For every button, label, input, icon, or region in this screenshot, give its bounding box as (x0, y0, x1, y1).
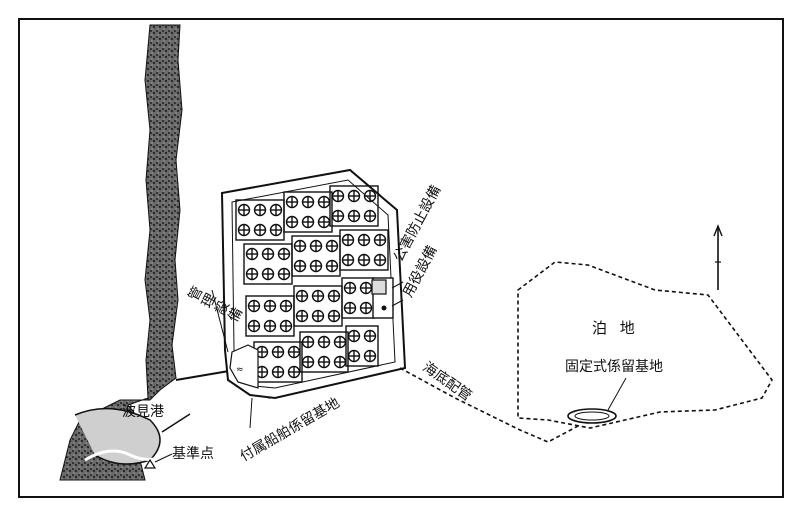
crossed-circle-tank-icon (247, 299, 261, 313)
anchorage-area (517, 261, 773, 429)
crossed-circle-tank-icon (309, 239, 323, 253)
crossed-circle-tank-icon (327, 309, 341, 323)
crossed-circle-tank-icon (245, 267, 259, 281)
port-jetty (161, 413, 191, 433)
crossed-circle-tank-icon (245, 247, 259, 261)
datum-point-marker (143, 458, 157, 469)
anchorage-label: 泊 地 (592, 319, 639, 337)
crossed-circle-tank-icon (343, 301, 357, 315)
crossed-circle-tank-icon (325, 239, 339, 253)
crossed-circle-tank-icon (343, 281, 357, 295)
crossed-circle-tank-icon (261, 267, 275, 281)
crossed-circle-tank-icon (285, 195, 299, 209)
map-frame (18, 18, 784, 498)
crossed-circle-tank-icon (347, 209, 361, 223)
crossed-circle-tank-icon (301, 215, 315, 229)
crossed-circle-tank-icon (301, 195, 315, 209)
crossed-circle-tank-icon (363, 329, 377, 343)
crossed-circle-tank-icon (279, 299, 293, 313)
crossed-circle-tank-icon (359, 281, 373, 295)
crossed-circle-tank-icon (237, 223, 251, 237)
crossed-circle-tank-icon (271, 345, 285, 359)
crossed-circle-tank-icon (295, 289, 309, 303)
fixed-mooring-base (567, 408, 617, 424)
crossed-circle-tank-icon (237, 203, 251, 217)
crossed-circle-tank-icon (269, 203, 283, 217)
auxiliary-mooring-basin (229, 344, 259, 389)
fixed-mooring-inner (574, 411, 610, 421)
fixed-mooring-label: 固定式係留基地 (565, 359, 663, 375)
crossed-circle-tank-icon (347, 329, 361, 343)
crossed-circle-tank-icon (271, 365, 285, 379)
crossed-circle-tank-icon (347, 349, 361, 363)
tank-block (345, 325, 379, 367)
datum-leader (154, 453, 173, 463)
crossed-circle-tank-icon (333, 335, 347, 349)
crossed-circle-tank-icon (295, 309, 309, 323)
tank-block (329, 185, 379, 227)
crossed-circle-tank-icon (317, 215, 331, 229)
crossed-circle-tank-icon (247, 319, 261, 333)
crossed-circle-tank-icon (293, 259, 307, 273)
crossed-circle-tank-icon (341, 253, 355, 267)
crossed-circle-tank-icon (285, 215, 299, 229)
tank-block (283, 191, 333, 233)
plant-facility-leader (211, 289, 229, 353)
coastline-land (59, 24, 183, 481)
crossed-circle-tank-icon (311, 309, 325, 323)
crossed-circle-tank-icon (363, 189, 377, 203)
crossed-circle-tank-icon (311, 289, 325, 303)
crossed-circle-tank-icon (317, 355, 331, 369)
river-channel (84, 449, 161, 462)
tank-block (339, 229, 389, 271)
auxiliary-mooring-glyph: ≈ (236, 365, 244, 375)
crossed-circle-tank-icon (363, 209, 377, 223)
crossed-circle-tank-icon (373, 233, 387, 247)
crossed-circle-tank-icon (347, 189, 361, 203)
crossed-circle-tank-icon (301, 335, 315, 349)
crossed-circle-tank-icon (331, 209, 345, 223)
crossed-circle-tank-icon (279, 319, 293, 333)
crossed-circle-tank-icon (309, 259, 323, 273)
crossed-circle-tank-icon (287, 345, 301, 359)
fixed-mooring-leader (607, 377, 627, 411)
environmental-facility (371, 279, 387, 295)
crossed-circle-tank-icon (263, 319, 277, 333)
crossed-circle-tank-icon (357, 253, 371, 267)
crossed-circle-tank-icon (357, 233, 371, 247)
crossed-circle-tank-icon (333, 355, 347, 369)
tank-blocks (235, 185, 389, 383)
subsea-pipeline (399, 367, 581, 443)
crossed-circle-tank-icon (317, 195, 331, 209)
crossed-circle-tank-icon (317, 335, 331, 349)
crossed-circle-tank-icon (363, 349, 377, 363)
crossed-circle-tank-icon (359, 301, 373, 315)
crossed-circle-tank-icon (269, 223, 283, 237)
port-label: 波見港 (122, 404, 164, 420)
north-arrow-icon (713, 224, 723, 290)
tank-block (299, 331, 349, 373)
datum-point-label: 基準点 (172, 446, 214, 462)
crossed-circle-tank-icon (253, 203, 267, 217)
plant-outer-wall (220, 168, 407, 400)
crossed-circle-tank-icon (287, 365, 301, 379)
crossed-circle-tank-icon (373, 253, 387, 267)
bay-shoreline (74, 407, 161, 465)
crossed-circle-tank-icon (293, 239, 307, 253)
crossed-circle-tank-icon (253, 223, 267, 237)
crossed-circle-tank-icon (341, 233, 355, 247)
crossed-circle-tank-icon (325, 259, 339, 273)
crossed-circle-tank-icon (327, 289, 341, 303)
crossed-circle-tank-icon (331, 189, 345, 203)
utility-leader (391, 299, 404, 307)
crossed-circle-tank-icon (277, 247, 291, 261)
crossed-circle-tank-icon (261, 247, 275, 261)
utility-marker (381, 305, 387, 311)
moor-leader (249, 397, 253, 429)
environmental-leader (391, 281, 404, 289)
crossed-circle-tank-icon (301, 355, 315, 369)
crossed-circle-tank-icon (263, 299, 277, 313)
crossed-circle-tank-icon (277, 267, 291, 281)
